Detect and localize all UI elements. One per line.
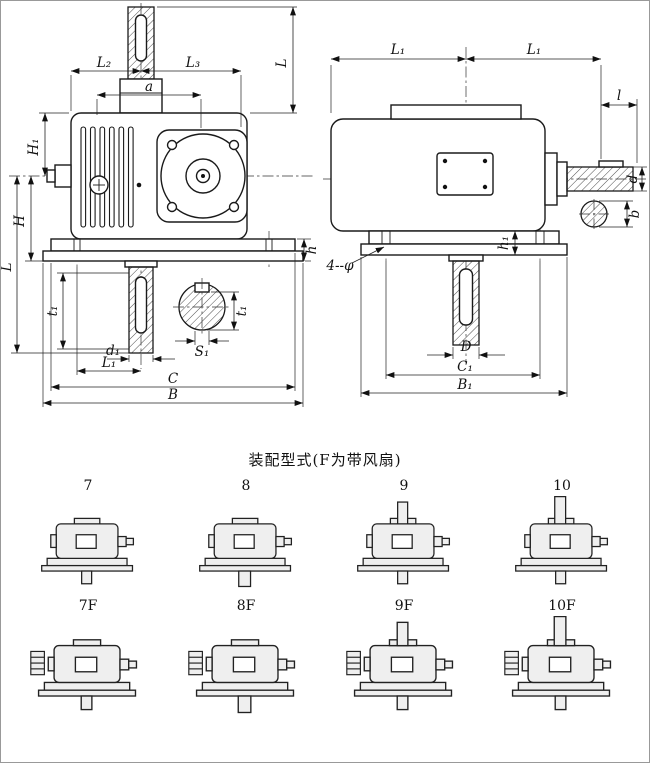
variant-8f-figure [188, 639, 296, 714]
variant-8-figure [199, 517, 293, 588]
variant-9-label: 9 [399, 478, 409, 494]
variant-8: 8 [167, 478, 325, 588]
dim-L-shaft: L [274, 58, 290, 68]
variant-7f: 7F [9, 598, 167, 714]
variant-10: 10 [483, 478, 641, 588]
dim-t1-shaft: t₁ [45, 306, 61, 317]
variant-row-2: 7F 8F 9F 10F [1, 598, 649, 714]
variant-10-figure [515, 496, 609, 585]
right-view [323, 47, 649, 365]
variant-7: 7 [9, 478, 167, 588]
dim-C: C [168, 371, 179, 387]
dim-B1: B₁ [456, 377, 472, 393]
dim-t1-section: t₁ [234, 306, 250, 317]
variant-9-figure [357, 501, 451, 585]
dim-h1: h₁ [496, 236, 512, 250]
variant-7f-label: 7F [78, 598, 98, 614]
dim-d1: d₁ [106, 343, 120, 359]
dim-L3: L₃ [185, 55, 200, 71]
dim-D: D [460, 339, 472, 355]
dim-a: a [145, 79, 153, 95]
right-view-dimensions: L₁ L₁ l d b 4--φ h₁ D C₁ [325, 42, 647, 397]
dim-d: d [625, 174, 641, 183]
variant-7f-figure [30, 639, 138, 711]
dim-L-total: L [1, 262, 15, 272]
variant-10f-label: 10F [548, 598, 576, 614]
dim-l: l [617, 88, 621, 104]
left-view-output-flange [156, 129, 248, 223]
dim-L1-left: L₁ [390, 42, 405, 58]
dim-holes: 4--φ [325, 258, 354, 274]
dim-L1-right: L₁ [526, 42, 541, 58]
technical-drawing: L₂ L₃ a L H₁ H L h [1, 3, 649, 407]
left-view-base [42, 238, 304, 262]
variant-7-label: 7 [83, 478, 93, 494]
dim-b: b [627, 210, 643, 219]
left-view-input-shaft [119, 6, 163, 114]
right-view-base [360, 230, 568, 256]
variant-8-label: 8 [241, 478, 251, 494]
left-view [9, 3, 313, 369]
variant-8f-label: 8F [236, 598, 256, 614]
variant-9f: 9F [325, 598, 483, 714]
dim-L2: L₂ [96, 55, 111, 71]
left-view-output-shaft [124, 260, 158, 354]
dim-h: h [304, 246, 320, 255]
dim-H1: H₁ [26, 138, 42, 156]
variant-10f: 10F [483, 598, 641, 714]
variant-10f-figure [504, 616, 612, 711]
variant-8f: 8F [167, 598, 325, 714]
assembly-types-caption: 装配型式(F为带风扇) [248, 451, 402, 469]
variant-9f-figure [346, 621, 454, 711]
left-view-shaft-section [173, 278, 231, 336]
right-view-output-shaft [448, 254, 484, 346]
dim-S1: S₁ [195, 344, 210, 360]
variant-7-figure [41, 517, 135, 585]
right-view-housing [330, 104, 546, 232]
left-view-dimensions: L₂ L₃ a L H₁ H L h [1, 6, 320, 407]
right-view-side-shaft [544, 152, 634, 229]
variant-9: 9 [325, 478, 483, 588]
variant-10-label: 10 [553, 478, 571, 494]
dim-C1: C₁ [457, 359, 473, 375]
dim-B: B [167, 387, 178, 403]
dim-H: H [12, 215, 28, 228]
variant-9f-label: 9F [394, 598, 414, 614]
dim-L1: L₁ [101, 355, 116, 371]
variant-row-1: 7 8 9 10 [1, 478, 649, 588]
